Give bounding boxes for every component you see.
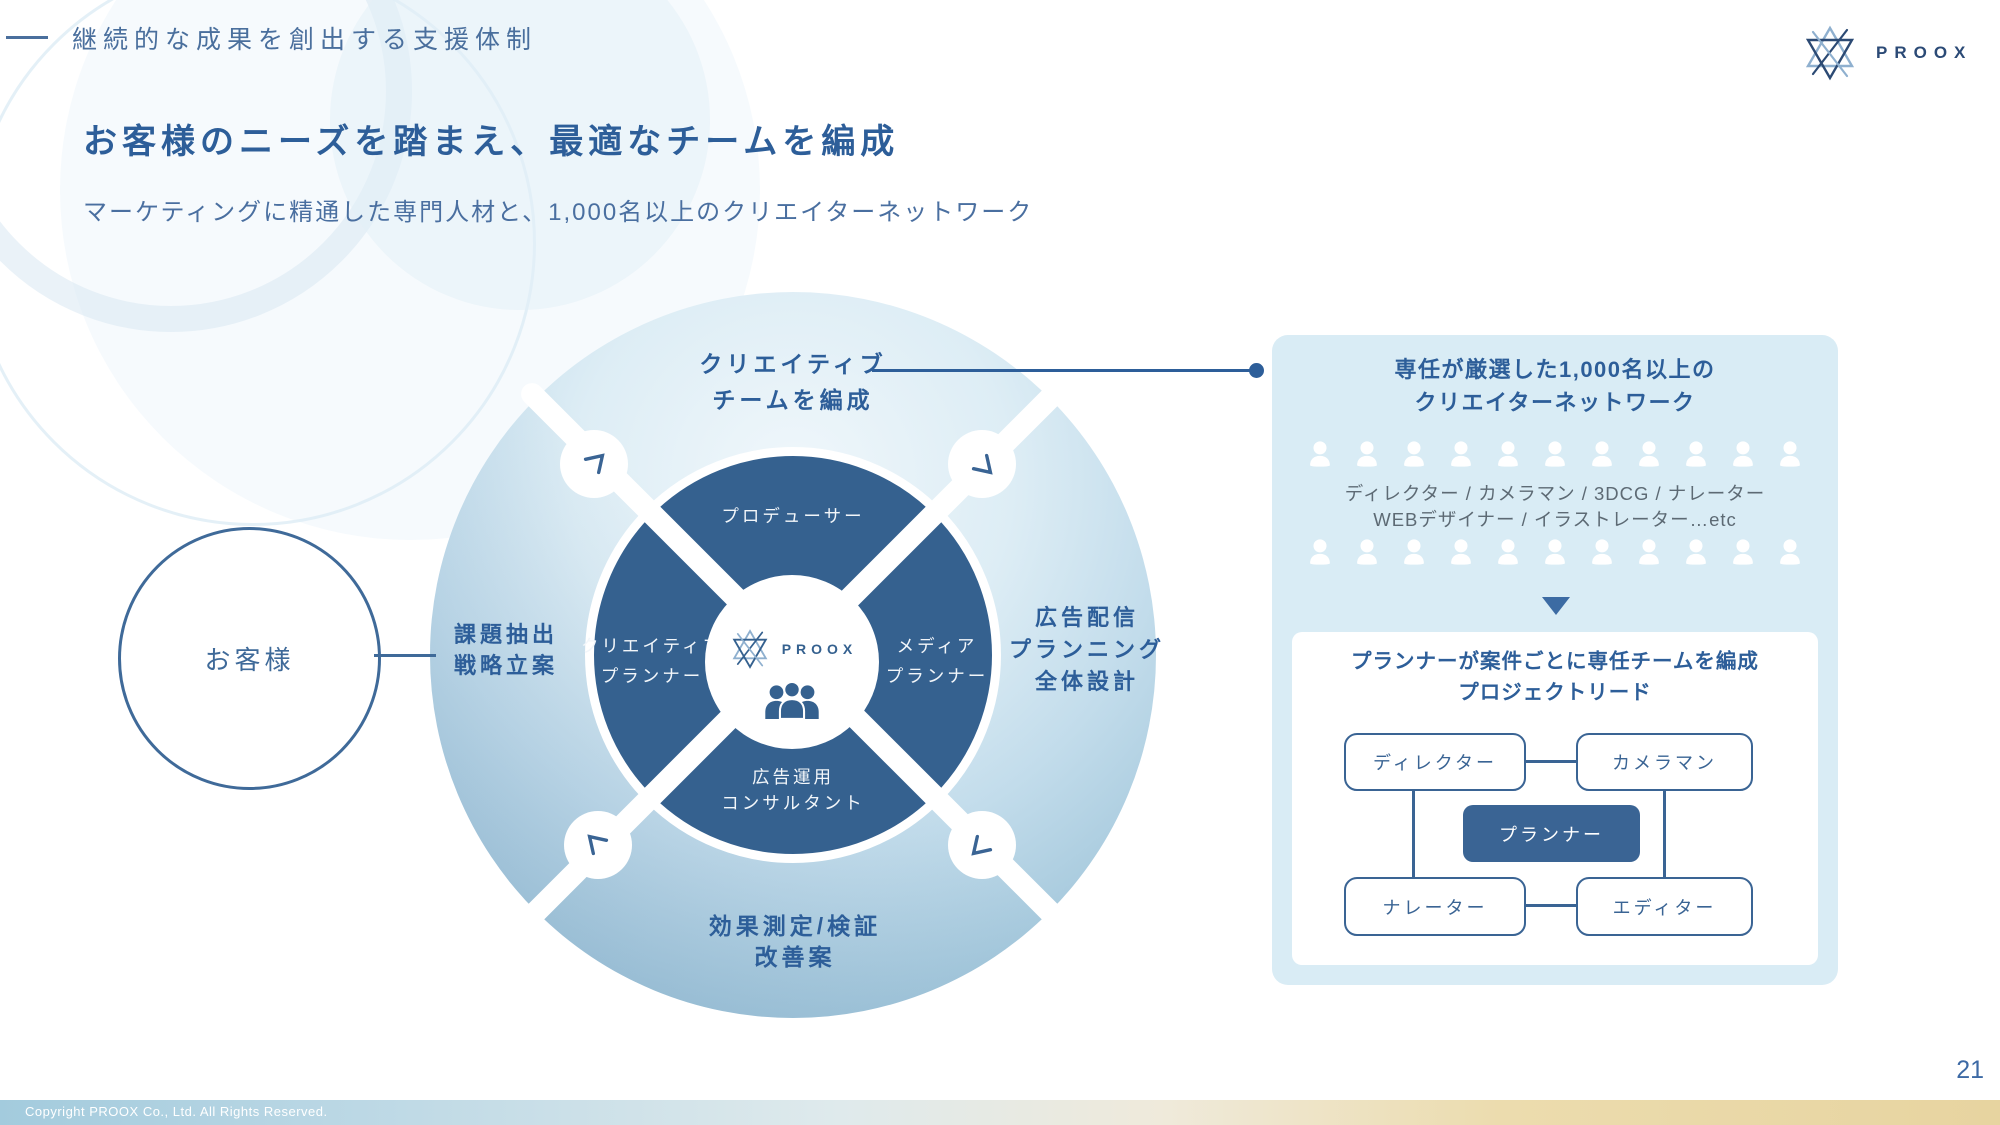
person-icon bbox=[1357, 539, 1377, 565]
person-icon bbox=[1451, 441, 1471, 467]
person-icon bbox=[1733, 441, 1753, 467]
person-icon bbox=[1592, 539, 1612, 565]
page-title: お客様のニーズを踏まえ、最適なチームを編成 bbox=[83, 123, 900, 161]
proox-logo-text: PROOX bbox=[1876, 43, 1973, 62]
org-box-cameraman: カメラマン bbox=[1576, 733, 1753, 791]
proox-logo-icon bbox=[1805, 25, 1855, 81]
rotation-arrow-bottom-right bbox=[948, 811, 1016, 879]
creator-icons-row bbox=[1272, 536, 1838, 570]
chevron-icon bbox=[587, 834, 609, 856]
org-chart-line bbox=[1412, 790, 1415, 878]
customer-label: お客様 bbox=[204, 645, 295, 675]
person-icon bbox=[1357, 441, 1377, 467]
page-number: 21 bbox=[1956, 1056, 1984, 1084]
team-card-title: プランナーが案件ごとに専任チームを編成 プロジェクトリード bbox=[1351, 650, 1759, 704]
person-icon bbox=[1686, 441, 1706, 467]
rotation-arrow-top-right bbox=[948, 430, 1016, 498]
org-chart-line bbox=[1526, 760, 1576, 763]
ring-label-creative-team: クリエイティブ チームを編成 bbox=[699, 351, 887, 413]
quadrant-media-planner: メディア プランナー bbox=[885, 636, 989, 686]
chevron-icon bbox=[971, 453, 993, 475]
creator-icons-row bbox=[1272, 438, 1838, 472]
person-icon bbox=[1498, 539, 1518, 565]
person-icon bbox=[1310, 441, 1330, 467]
person-icon bbox=[1404, 441, 1424, 467]
person-icon bbox=[1545, 441, 1565, 467]
person-icon bbox=[1639, 441, 1659, 467]
ring-label-measurement: 効果測定/検証 改善案 bbox=[708, 913, 882, 970]
team-people-icon bbox=[765, 680, 819, 720]
network-panel-title: 専任が厳選した1,000名以上の クリエイターネットワーク bbox=[1394, 357, 1716, 415]
person-icon bbox=[1545, 539, 1565, 565]
person-icon bbox=[1780, 539, 1800, 565]
org-box-narrator: ナレーター bbox=[1344, 877, 1526, 936]
proox-logo-icon bbox=[732, 629, 768, 669]
person-icon bbox=[1404, 539, 1424, 565]
quadrant-creative-planner: クリエイティブ プランナー bbox=[580, 636, 724, 686]
page-subtitle: マーケティングに精通した専門人材と、1,000名以上のクリエイターネットワーク bbox=[83, 199, 1034, 226]
org-chart-line bbox=[1663, 790, 1666, 878]
person-icon bbox=[1639, 539, 1659, 565]
person-icon bbox=[1310, 539, 1330, 565]
person-icon bbox=[1451, 539, 1471, 565]
customer-circle: お客様 bbox=[118, 527, 381, 790]
ring-label-issue-strategy: 課題抽出 戦略立案 bbox=[453, 622, 558, 678]
person-icon bbox=[1498, 441, 1518, 467]
quadrant-producer: プロデューサー bbox=[721, 506, 865, 526]
customer-connector-line bbox=[374, 654, 436, 657]
person-icon bbox=[1592, 441, 1612, 467]
diagram-center-badge: PROOX bbox=[705, 575, 879, 749]
person-icon bbox=[1733, 539, 1753, 565]
rotation-arrow-top-left bbox=[560, 430, 628, 498]
creative-team-connector-line bbox=[872, 369, 1256, 372]
center-brand-text: PROOX bbox=[781, 641, 858, 657]
team-card: プランナーが案件ごとに専任チームを編成 プロジェクトリード ディレクター カメラ… bbox=[1292, 632, 1818, 965]
rotation-arrow-bottom-left bbox=[564, 811, 632, 879]
org-box-editor: エディター bbox=[1576, 877, 1753, 936]
chevron-icon bbox=[583, 453, 605, 475]
down-arrow-icon bbox=[1542, 597, 1570, 615]
chevron-icon bbox=[971, 834, 993, 856]
section-eyebrow: 継続的な成果を創出する支援体制 bbox=[72, 26, 538, 54]
creator-network-panel: 専任が厳選した1,000名以上の クリエイターネットワーク ディレクター / カ… bbox=[1272, 335, 1838, 985]
org-chart-line bbox=[1526, 904, 1576, 907]
connector-dot bbox=[1249, 363, 1264, 378]
creator-roles-text: ディレクター / カメラマン / 3DCG / ナレーター WEBデザイナー /… bbox=[1344, 483, 1766, 530]
org-box-director: ディレクター bbox=[1344, 733, 1526, 791]
header-rule bbox=[6, 36, 48, 39]
org-box-planner: プランナー bbox=[1463, 805, 1640, 862]
ring-label-ad-planning: 広告配信 プランニング 全体設計 bbox=[1008, 605, 1165, 694]
footer-bar: Copyright PROOX Co., Ltd. All Rights Res… bbox=[0, 1100, 2000, 1125]
copyright-text: Copyright PROOX Co., Ltd. All Rights Res… bbox=[25, 1104, 328, 1119]
person-icon bbox=[1686, 539, 1706, 565]
proox-logo: PROOX bbox=[1798, 12, 1988, 94]
quadrant-ad-consultant: 広告運用 コンサルタント bbox=[721, 767, 865, 813]
background-decoration-circle bbox=[330, 0, 710, 310]
person-icon bbox=[1780, 441, 1800, 467]
